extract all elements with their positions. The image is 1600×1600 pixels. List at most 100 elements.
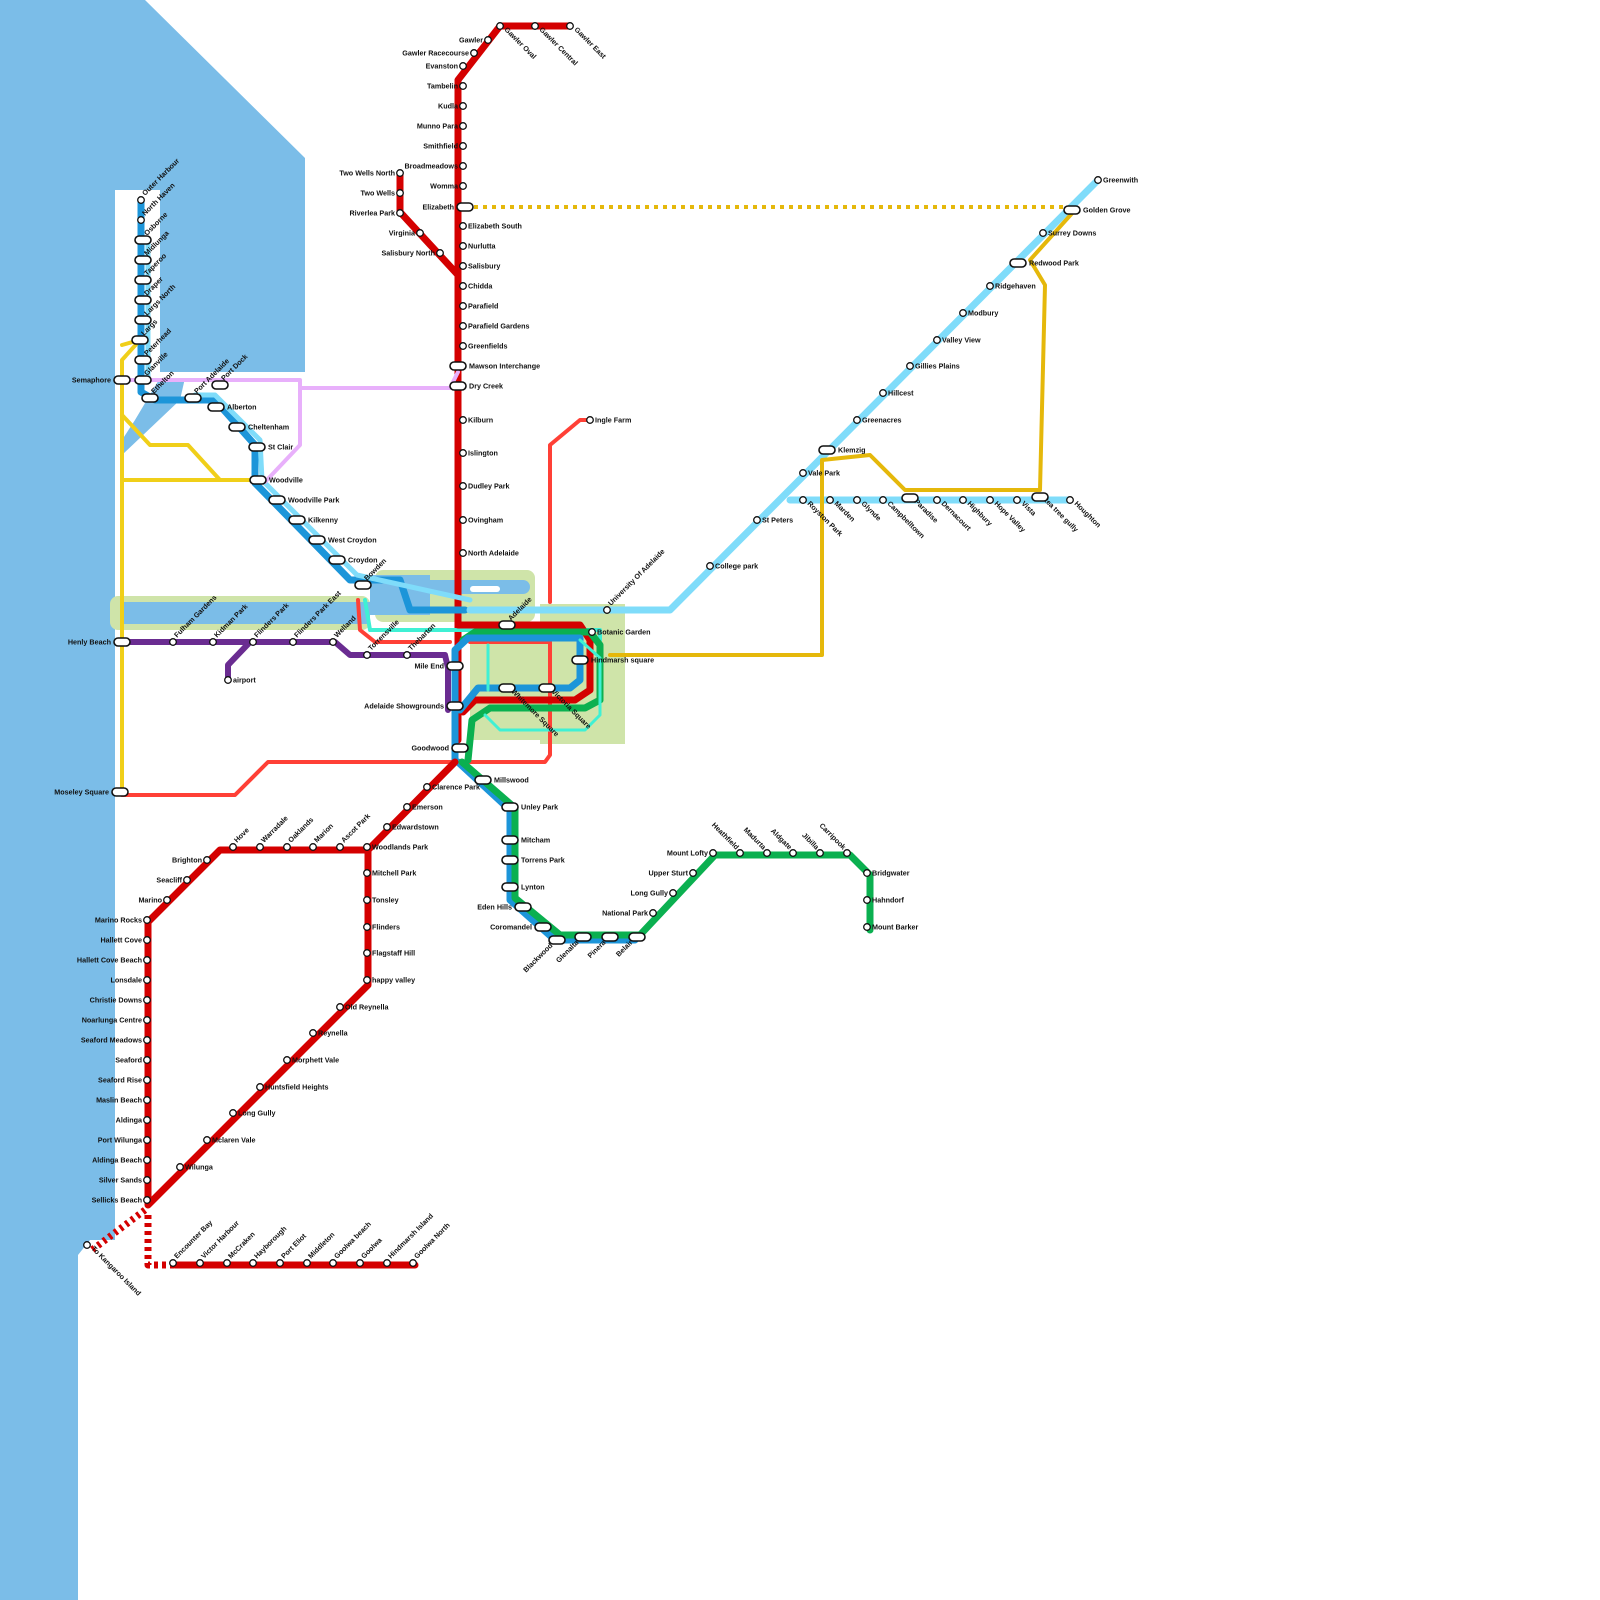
station-taperoo[interactable]	[134, 275, 152, 285]
station-midlunga[interactable]	[134, 255, 152, 265]
station-thebarton[interactable]	[403, 651, 411, 659]
station-parafield-gardens[interactable]	[459, 322, 467, 330]
station-woodlands-park[interactable]	[363, 843, 371, 851]
station-hillcest[interactable]	[879, 389, 887, 397]
station-tambelin[interactable]	[459, 82, 467, 90]
station-dernacourt[interactable]	[933, 496, 941, 504]
station-mount-lofty[interactable]	[709, 849, 717, 857]
station-salisbury-north[interactable]	[436, 249, 444, 257]
station-hayborough[interactable]	[249, 1259, 257, 1267]
station-marden[interactable]	[826, 496, 834, 504]
station-aldinga-beach[interactable]	[143, 1156, 151, 1164]
station-mount-barker[interactable]	[863, 923, 871, 931]
station-north-adelaide[interactable]	[459, 549, 467, 557]
station-croydon[interactable]	[328, 555, 346, 565]
station-hahndorf[interactable]	[863, 896, 871, 904]
station-greenfields[interactable]	[459, 342, 467, 350]
station-paradise[interactable]	[901, 493, 919, 503]
station-gawler-oval[interactable]	[496, 22, 504, 30]
station-adelaide[interactable]	[498, 620, 516, 630]
station-peterhead[interactable]	[134, 355, 152, 365]
station-woodville-park[interactable]	[268, 495, 286, 505]
station-port-eliot[interactable]	[276, 1259, 284, 1267]
station-morphett-vale[interactable]	[283, 1056, 291, 1064]
station-kidman-park[interactable]	[209, 638, 217, 646]
station-nurlutta[interactable]	[459, 242, 467, 250]
station-middleton[interactable]	[303, 1259, 311, 1267]
station-long-gully-hills[interactable]	[669, 889, 677, 897]
station-oaklands[interactable]	[283, 843, 291, 851]
station-sellicks-beach[interactable]	[143, 1196, 151, 1204]
station-st-clair[interactable]	[248, 442, 266, 452]
station-highbury[interactable]	[959, 496, 967, 504]
station-tea-tree-gully[interactable]	[1031, 492, 1049, 502]
station-largs[interactable]	[131, 335, 149, 345]
station-valley-view[interactable]	[933, 336, 941, 344]
station-glenalta[interactable]	[574, 932, 592, 942]
station-cheltenham[interactable]	[228, 422, 246, 432]
station-semaphore[interactable]	[113, 375, 131, 385]
station-pinera[interactable]	[601, 932, 619, 942]
station-glynde[interactable]	[853, 496, 861, 504]
station-west-croydon[interactable]	[308, 535, 326, 545]
station-brighton[interactable]	[203, 856, 211, 864]
station-happy-valley[interactable]	[363, 976, 371, 984]
station-hope-valley[interactable]	[986, 496, 994, 504]
station-modbury[interactable]	[959, 309, 967, 317]
station-torrensville[interactable]	[363, 651, 371, 659]
station-emerson[interactable]	[403, 803, 411, 811]
station-marino-rocks[interactable]	[143, 916, 151, 924]
station-outer-harbour[interactable]	[137, 196, 145, 204]
station-goolwa[interactable]	[356, 1259, 364, 1267]
station-dudley-park[interactable]	[459, 482, 467, 490]
station-seaford[interactable]	[143, 1056, 151, 1064]
station-two-wells[interactable]	[396, 189, 404, 197]
station-hindmarsh-square[interactable]	[571, 655, 589, 665]
station-hove[interactable]	[229, 843, 237, 851]
station-gillies-plains[interactable]	[906, 362, 914, 370]
station-clarence-park[interactable]	[423, 783, 431, 791]
station-royston-park[interactable]	[799, 496, 807, 504]
station-hallett-cove-beach[interactable]	[143, 956, 151, 964]
station-north-haven[interactable]	[137, 216, 145, 224]
station-port-adelaide[interactable]	[184, 393, 202, 403]
station-mile-end[interactable]	[446, 661, 464, 671]
station-riverlea-park[interactable]	[396, 209, 404, 217]
station-kilkenny[interactable]	[288, 515, 306, 525]
station-old-reynella[interactable]	[336, 1003, 344, 1011]
station-gawler-racecourse[interactable]	[470, 49, 478, 57]
station-womma[interactable]	[459, 182, 467, 190]
station-surrey-downs[interactable]	[1039, 229, 1047, 237]
station-marion[interactable]	[309, 843, 317, 851]
station-upper-sturt[interactable]	[689, 869, 697, 877]
station-uni-adelaide[interactable]	[603, 606, 611, 614]
station-welland[interactable]	[329, 638, 337, 646]
station-elizabeth[interactable]	[456, 202, 474, 212]
station-jibilla[interactable]	[816, 849, 824, 857]
station-broadmeadows[interactable]	[459, 162, 467, 170]
station-mitcham[interactable]	[501, 835, 519, 845]
station-reynella[interactable]	[309, 1029, 317, 1037]
station-victoria-square[interactable]	[538, 683, 556, 693]
station-dry-creek[interactable]	[449, 381, 467, 391]
station-airport[interactable]	[224, 676, 232, 684]
station-maslin-beach[interactable]	[143, 1096, 151, 1104]
station-port-dock[interactable]	[211, 380, 229, 390]
station-largs-north[interactable]	[134, 315, 152, 325]
station-torrens-park[interactable]	[501, 855, 519, 865]
station-klemzig[interactable]	[818, 445, 836, 455]
station-mawson[interactable]	[449, 361, 467, 371]
station-greenacres[interactable]	[853, 416, 861, 424]
station-ingle-farm[interactable]	[586, 416, 594, 424]
station-silver-sands[interactable]	[143, 1176, 151, 1184]
station-warradale[interactable]	[256, 843, 264, 851]
station-carripook[interactable]	[843, 849, 851, 857]
station-noarlunga-centre[interactable]	[143, 1016, 151, 1024]
station-kudla[interactable]	[459, 102, 467, 110]
station-houghton[interactable]	[1066, 496, 1074, 504]
station-goodwood[interactable]	[451, 743, 469, 753]
station-mccraken[interactable]	[223, 1259, 231, 1267]
station-parafield[interactable]	[459, 302, 467, 310]
station-lynton[interactable]	[501, 882, 519, 892]
station-flagstaff-hill[interactable]	[363, 949, 371, 957]
